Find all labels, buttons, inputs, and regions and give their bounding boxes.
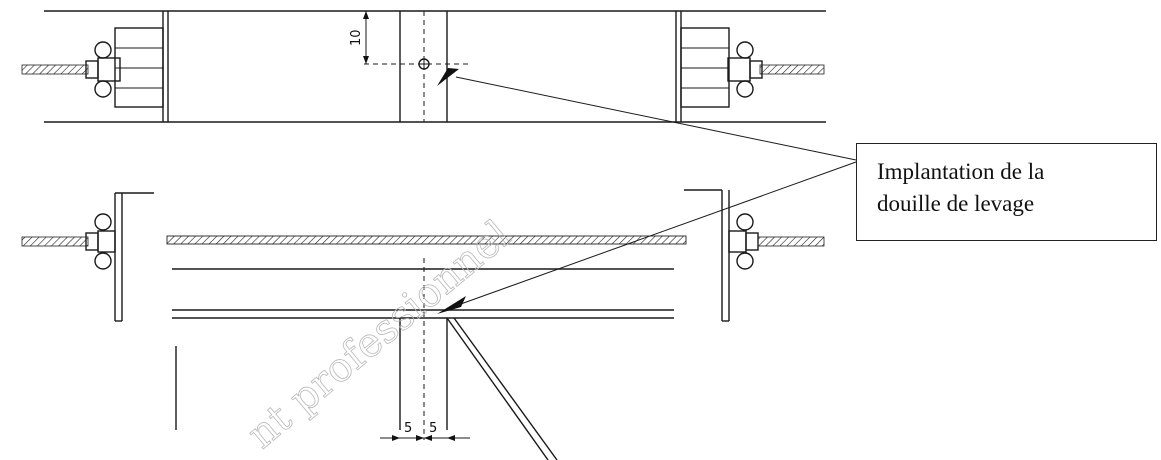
leader-line-section: [457, 161, 857, 306]
callout-line-2: douille de levage: [877, 191, 1035, 216]
right-end-clamp-top: [675, 11, 825, 122]
top-view: 10: [21, 10, 826, 123]
leader-line-top: [455, 76, 857, 161]
clamp-ring-lower: [736, 80, 754, 98]
arrowhead-top: [437, 68, 459, 86]
watermark: nt professionnel: [239, 212, 520, 458]
lifting-socket-top: 10: [349, 11, 472, 122]
threaded-rod: [21, 236, 89, 247]
hatched-plate: [166, 235, 687, 245]
callout-line-1: Implantation de la: [877, 159, 1045, 184]
left-end-clamp-section: [21, 192, 154, 322]
clamp-ring-upper: [736, 41, 754, 59]
arrowhead-section: [437, 296, 466, 314]
clamp-body: [727, 57, 751, 82]
threaded-rod: [21, 64, 89, 75]
dim-label-10: 10: [349, 29, 364, 46]
socket-marker: [418, 58, 430, 70]
clamp-ring-upper: [94, 41, 112, 59]
clamp-body: [97, 57, 121, 82]
section-view: 5 5: [21, 189, 825, 460]
threaded-rod: [759, 64, 825, 75]
rod-nut: [745, 232, 759, 251]
dim-label-5-left: 5: [404, 421, 412, 436]
clamp-ring-lower: [736, 252, 754, 270]
clamp-ring-lower: [94, 80, 112, 98]
clamp-ring-upper: [736, 213, 754, 231]
callout-box: Implantation de la douille de levage: [856, 143, 1157, 241]
left-end-clamp-top: [21, 11, 169, 122]
dim-5-5: 5 5: [380, 421, 470, 441]
clamp-body: [97, 230, 116, 253]
threaded-rod: [757, 236, 825, 247]
dim-label-5-right: 5: [429, 421, 437, 436]
right-end-clamp-section: [684, 189, 825, 322]
clamp-ring-lower: [94, 252, 112, 270]
clamp-ring-upper: [94, 213, 112, 231]
clamp-body: [728, 230, 747, 253]
lifting-socket-section: [399, 258, 558, 460]
